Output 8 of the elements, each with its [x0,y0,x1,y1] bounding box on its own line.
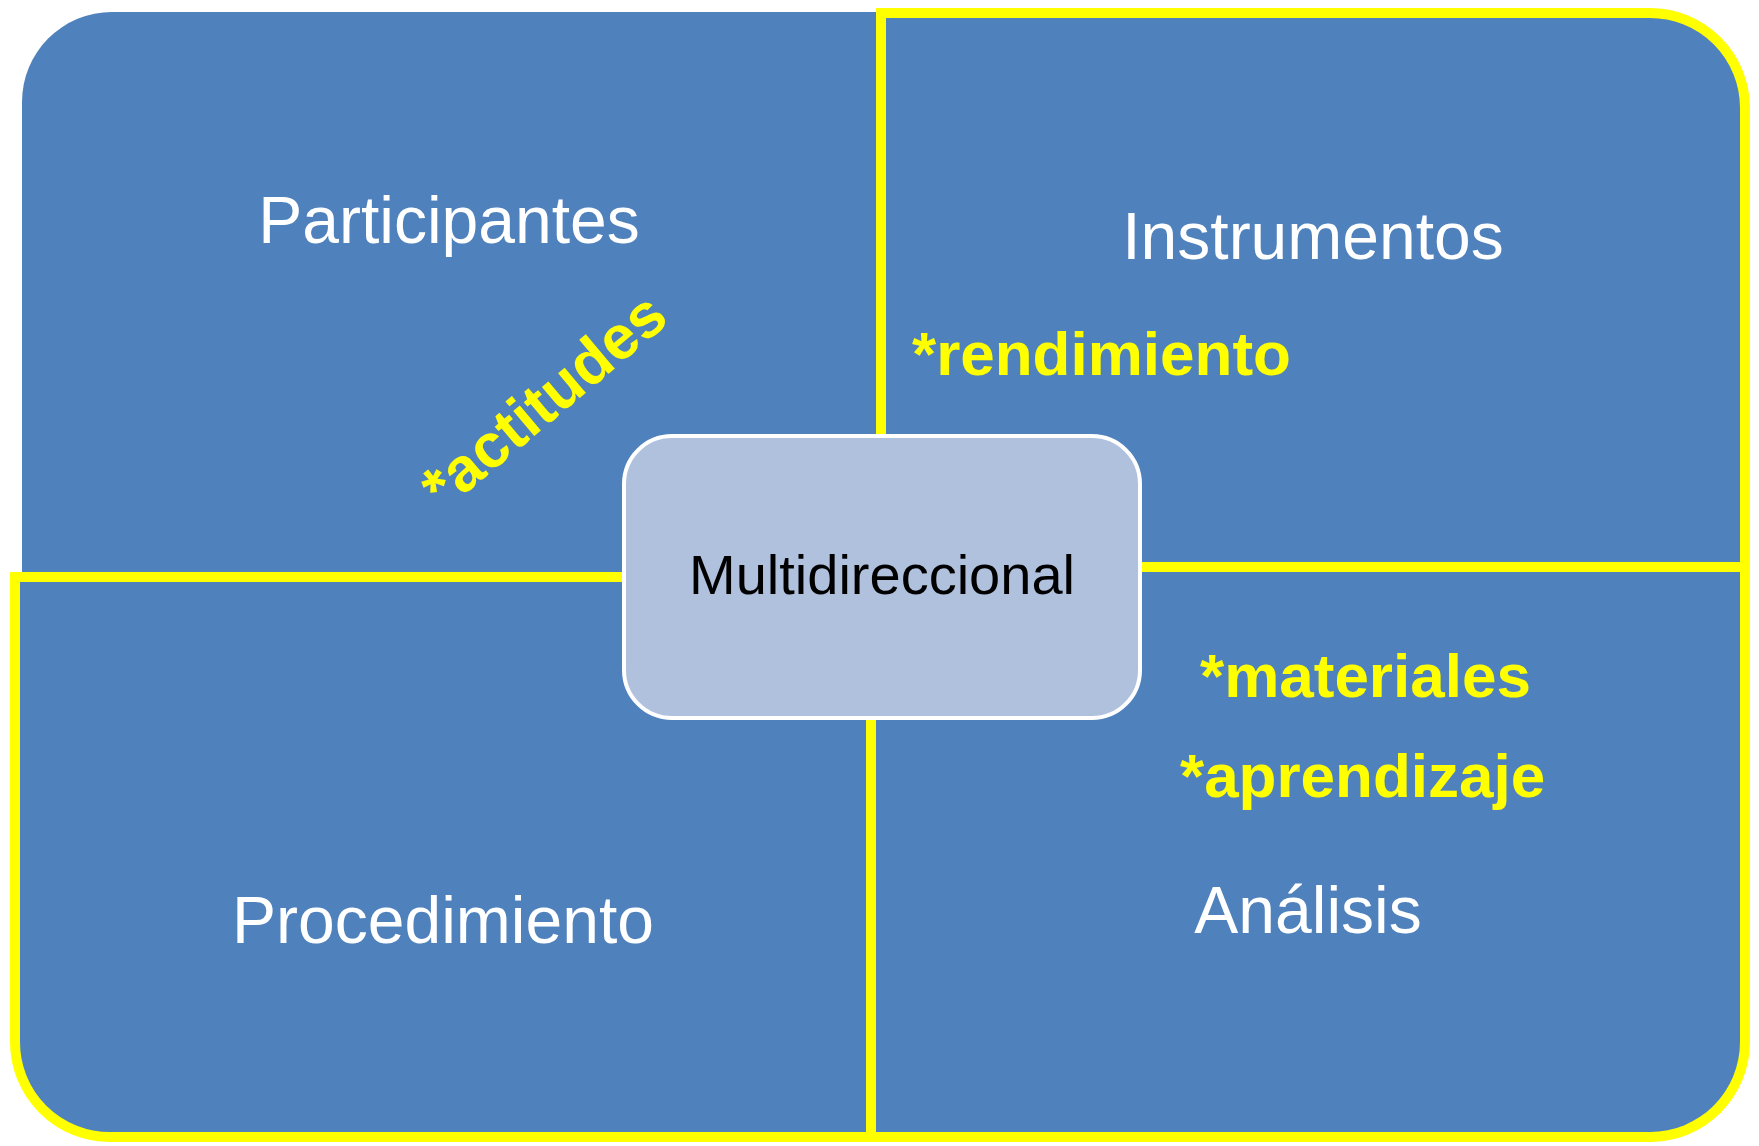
annotation-text: *materiales [1200,640,1531,711]
annotation-text: *rendimiento [912,318,1291,389]
quadrant-title: Instrumentos [1121,198,1505,274]
quadrant-title: Participantes [257,182,641,258]
quadrant-title: Análisis [1193,872,1423,948]
annotation-text: *aprendizaje [1180,740,1546,811]
quadrant-title: Procedimiento [231,882,655,958]
center-label: Multidireccional [688,542,1076,607]
